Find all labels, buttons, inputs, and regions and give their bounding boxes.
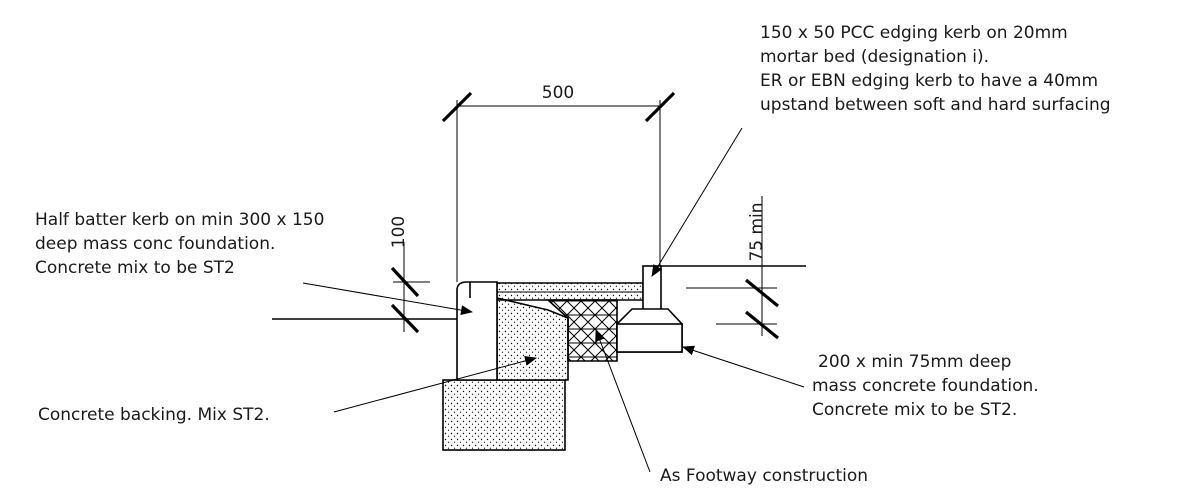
half-batter-kerb	[456, 281, 498, 381]
dimension-100: 100	[389, 216, 430, 334]
dim-75min-label: 75 min	[747, 202, 767, 261]
callout-half-batter-kerb: Half batter kerb on min 300 x 150 deep m…	[35, 210, 330, 278]
callout-edging-kerb: 150 x 50 PCC edging kerb on 20mm mortar …	[760, 23, 1111, 115]
callout-footway-construction: As Footway construction	[660, 466, 868, 486]
dimension-75min: 75 min	[686, 196, 780, 340]
dim-100-label: 100	[389, 216, 409, 248]
leader-lines	[302, 127, 805, 473]
dimension-500: 500	[441, 83, 676, 282]
footway-surfacing	[496, 282, 644, 301]
kerb-foundation	[442, 379, 566, 451]
concrete-backing	[496, 296, 569, 381]
callout-foundation-200: 200 x min 75mm deep mass concrete founda…	[812, 352, 1044, 420]
edging-kerb-foundation	[616, 308, 683, 353]
dim-500-label: 500	[542, 83, 574, 103]
callout-concrete-backing: Concrete backing. Mix ST2.	[38, 405, 270, 425]
